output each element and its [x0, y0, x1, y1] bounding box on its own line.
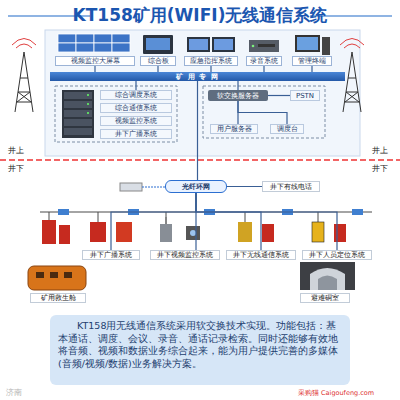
gateway-box: 软交换服务器: [208, 90, 268, 101]
equipment-label-box: 视频监控大屏幕: [55, 56, 135, 66]
node-text: 管理终端: [298, 57, 326, 65]
mining-device-icon: [42, 217, 346, 244]
system-box: 视频监控系统: [100, 116, 172, 126]
radio-tower-icon: [12, 39, 36, 113]
underground-system-box: 井下广播系统: [82, 250, 140, 260]
node-text: 井下广播系统: [115, 130, 157, 138]
server-rack-icon: [62, 90, 94, 138]
connector-line: [237, 81, 238, 90]
node-text: 避难硐室: [311, 294, 339, 302]
system-box: 综合调度系统: [100, 90, 172, 100]
underground-system-box: 井下无线通信系统: [226, 250, 296, 260]
node-text: 综合通信系统: [115, 104, 157, 112]
connector-line: [135, 81, 136, 90]
node-text: 调度台: [277, 125, 298, 133]
equipment-label-box: 管理终端: [292, 56, 332, 66]
console-icon: [143, 35, 173, 54]
system-box: 井下广播系统: [100, 129, 172, 139]
rescue-capsule-icon: [28, 266, 86, 290]
node-text: 井下无线通信系统: [233, 251, 289, 259]
equipment-label-box: 录音系统: [246, 56, 282, 66]
level-label: 井上: [8, 146, 24, 156]
watermark: 济南: [6, 388, 22, 398]
fiber-converter-icon: [120, 183, 165, 191]
network-band: 矿 用 专 网: [50, 72, 345, 81]
equipment-label-box: 综合板: [140, 56, 176, 66]
node-text: 录音系统: [250, 57, 278, 65]
fiber-ring-box: 光纤环网: [165, 180, 227, 193]
node-text: 井下人员定位系统: [309, 251, 365, 259]
system-box: 用户服务器: [210, 124, 258, 134]
connector-line: [197, 81, 198, 180]
node-text: 应急指挥系统: [190, 57, 232, 65]
node-text: 矿 用 专 网: [176, 73, 218, 81]
node-text: 综合板: [148, 57, 169, 65]
node-text: 矿用救生舱: [41, 294, 76, 302]
underground-system-box: 井下有线电话: [262, 181, 320, 192]
node-text: 井下广播系统: [90, 251, 132, 259]
terminal-icon: [295, 35, 330, 55]
node-text: 综合调度系统: [115, 91, 157, 99]
node-text: 视频监控系统: [115, 117, 157, 125]
surface-panel: [45, 30, 360, 156]
caption-text: KT158用无线通信系统采用软交换技术实现。功能包括：基本通话、调度、会议、录音…: [50, 315, 350, 385]
server-group-frame: [203, 86, 325, 138]
underground-system-box: 井下人员定位系统: [302, 250, 372, 260]
node-text: 井下有线电话: [270, 183, 312, 191]
level-label: 井下: [8, 164, 24, 174]
device-drop-line: [49, 212, 318, 224]
underground-system-box: 矿用救生舱: [30, 293, 86, 303]
underground-system-box: 避难硐室: [300, 293, 350, 303]
recorder-icon: [249, 40, 279, 52]
connector-line: [268, 95, 290, 96]
connector-line: [238, 101, 287, 124]
connector-line: [196, 193, 337, 250]
node-text: 软交换服务器: [217, 92, 259, 100]
system-box: 综合通信系统: [100, 103, 172, 113]
system-box: PSTN: [290, 90, 320, 101]
connector-line: [227, 186, 262, 187]
node-text: PSTN: [296, 92, 314, 100]
system-box: 调度台: [270, 124, 304, 134]
connector-line: [196, 193, 261, 250]
level-label: 井上: [372, 146, 388, 156]
surface-boundary-line: [0, 159, 400, 161]
watermark: 采购猫 Caigoufeng.com: [298, 388, 374, 398]
node-text: 视频监控大屏幕: [71, 57, 120, 65]
video-wall-icon: [58, 34, 130, 52]
refuge-chamber-icon: [300, 262, 355, 290]
node-text: 光纤环网: [182, 183, 210, 191]
node-text: 用户服务器: [217, 125, 252, 133]
diagram-title: KT158矿用(WIFI)无线通信系统: [0, 4, 400, 26]
underground-system-box: 井下视频监控系统: [150, 250, 220, 260]
level-label: 井下: [372, 164, 388, 174]
command-monitors-icon: [187, 37, 235, 52]
node-text: 井下视频监控系统: [157, 251, 213, 259]
equipment-label-box: 应急指挥系统: [184, 56, 238, 66]
connector-line: [111, 193, 196, 250]
dispatch-group-frame: [55, 86, 177, 142]
